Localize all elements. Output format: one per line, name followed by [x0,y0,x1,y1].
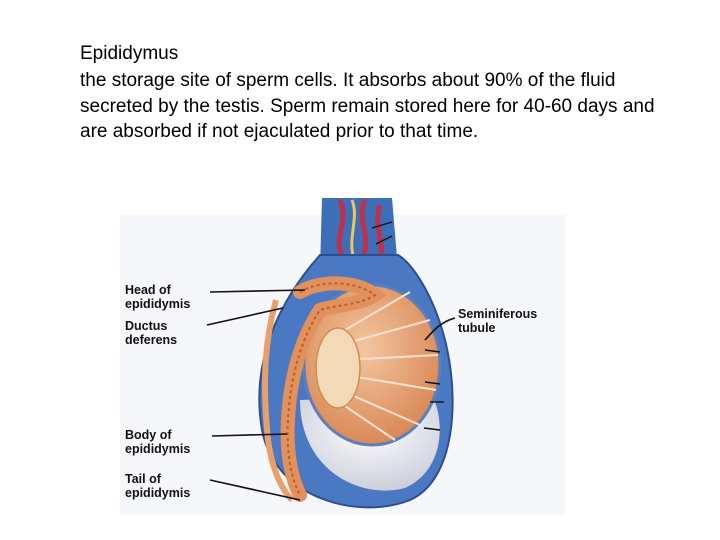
ductus-deferens [261,299,295,503]
leader-ductus [206,307,284,326]
leader-head [209,289,306,293]
leader-body [211,433,288,437]
edge-ticks [371,221,444,431]
leader-tail [209,479,301,501]
leader-seminiferous [424,317,456,341]
page-title: Epididymus [80,43,179,64]
description-text: the storage site of sperm cells. It abso… [80,70,655,142]
leader-lines [206,289,456,501]
epididymis-coils [286,282,377,496]
rete-testis [315,327,361,409]
